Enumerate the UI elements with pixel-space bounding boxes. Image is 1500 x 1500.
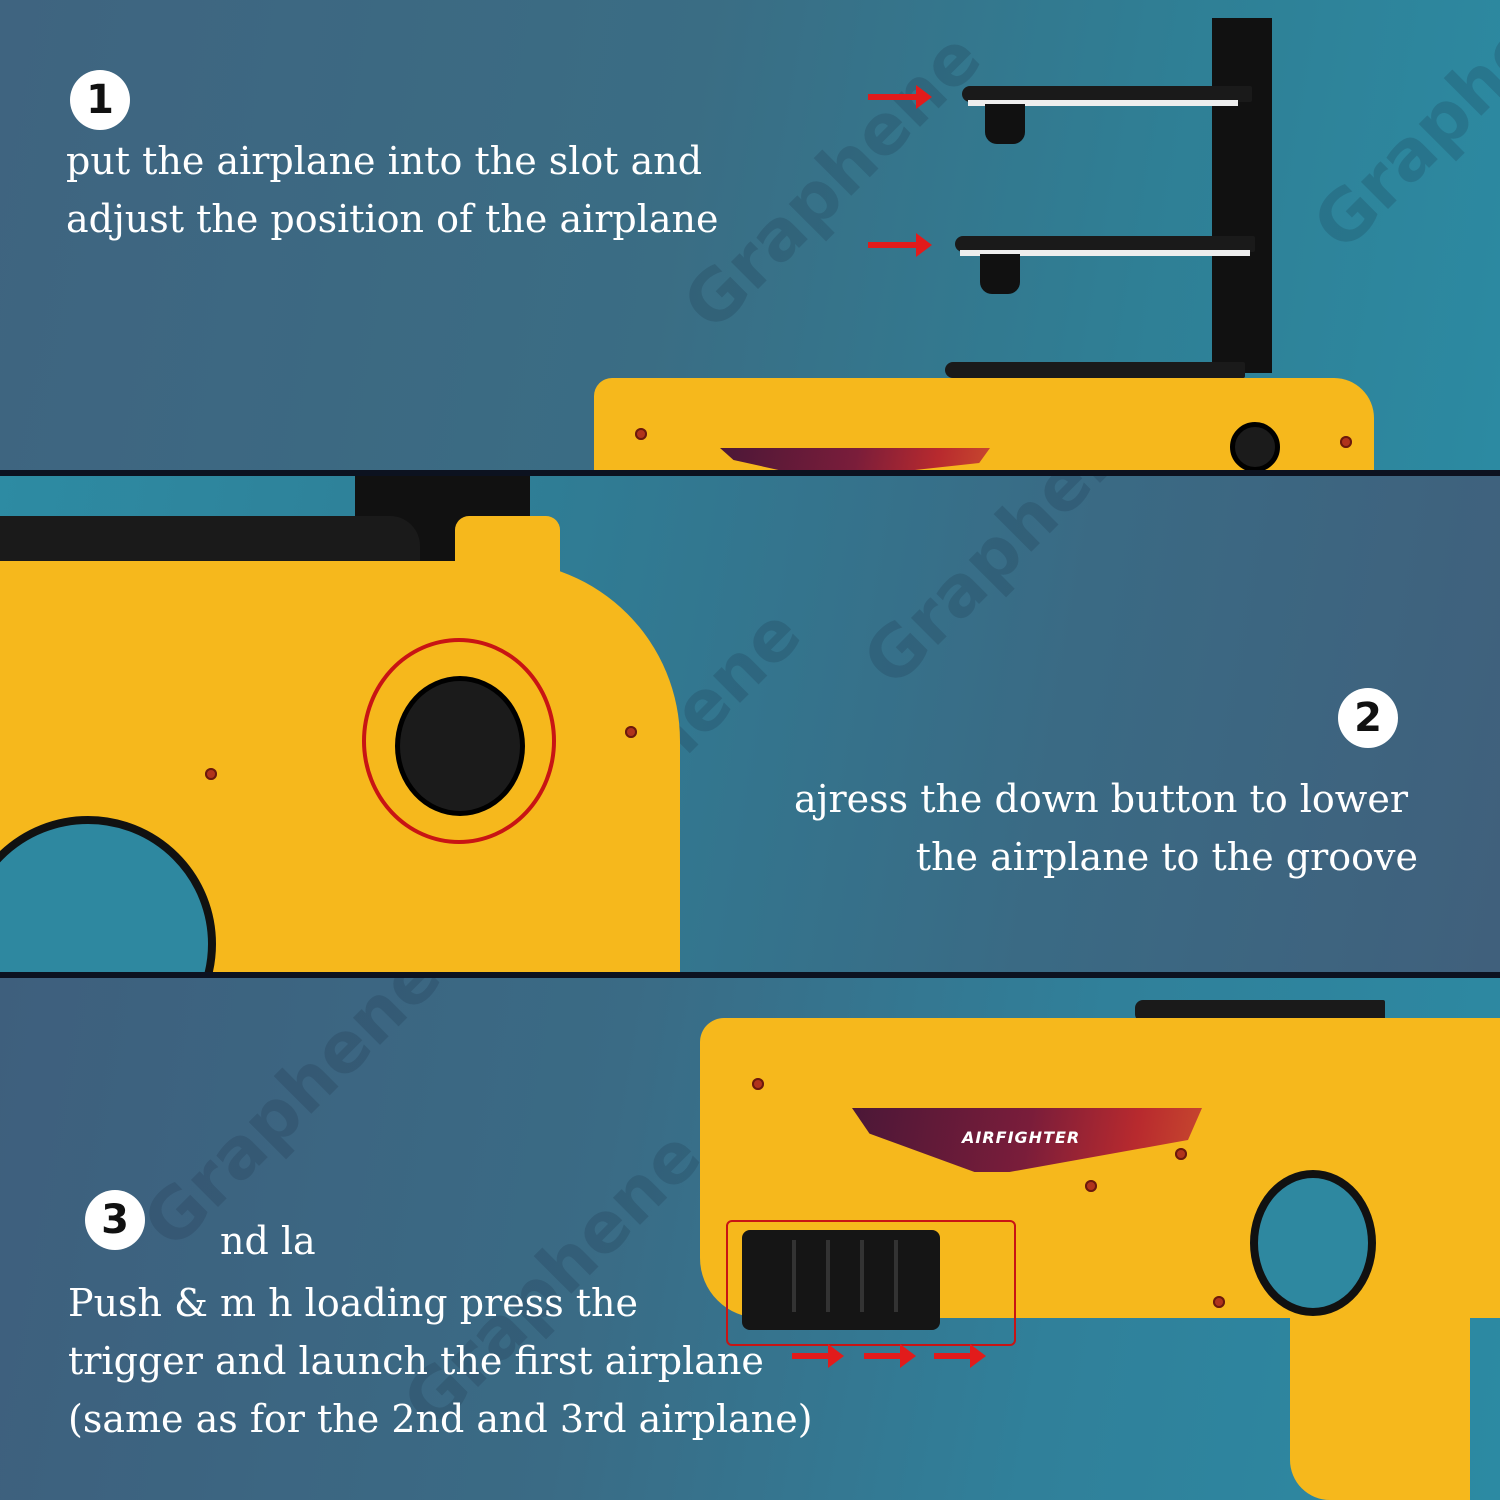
step-1-line-1: put the airplane into the slot and	[66, 139, 703, 183]
down-button	[1230, 422, 1280, 470]
panel-divider	[0, 972, 1500, 978]
step-2-line-1: ajress the down button to lower	[794, 777, 1408, 821]
airfighter-brand-label: AIRFIGHTER	[962, 1128, 1081, 1147]
step-1-panel: Graphene Graphene 1 put the airplane int…	[0, 0, 1500, 470]
loading-slider	[742, 1230, 940, 1330]
trigger-guard	[0, 816, 216, 972]
step-3-line-4: (same as for the 2nd and 3rd airplane)	[68, 1397, 813, 1441]
slider-rib	[826, 1240, 830, 1312]
airplane-middle	[955, 236, 1255, 252]
screw	[635, 428, 647, 440]
trigger-guard	[1250, 1170, 1376, 1316]
airfighter-decal	[720, 448, 990, 470]
step-1-badge: 1	[70, 70, 130, 130]
screw	[205, 768, 217, 780]
highlight-outline	[726, 1220, 1016, 1346]
screw	[1085, 1180, 1097, 1192]
slider-rib	[894, 1240, 898, 1312]
launcher-top-tab	[455, 516, 560, 596]
step-2-line-2: the airplane to the groove	[915, 835, 1418, 879]
airplane-fin	[985, 104, 1025, 144]
step-3-panel: Graphene Graphene 3 nd la Push & m h loa…	[0, 978, 1500, 1500]
panel-divider	[0, 470, 1500, 476]
step-3-line-2: Push & m h loading press the	[68, 1281, 638, 1325]
arrow-right-icon	[868, 85, 932, 109]
arrow-right-icon	[934, 1344, 986, 1368]
watermark: Graphene	[667, 16, 997, 346]
screw	[1213, 1296, 1225, 1308]
watermark: Graphene	[847, 476, 1177, 702]
screw	[1340, 436, 1352, 448]
screw	[625, 726, 637, 738]
airplane	[1135, 1000, 1385, 1022]
step-3-badge: 3	[85, 1190, 145, 1250]
airplane-stand	[1212, 18, 1272, 373]
arrow-right-icon	[792, 1344, 844, 1368]
airplane-top	[962, 86, 1252, 102]
arrow-right-icon	[868, 233, 932, 257]
step-1-line-2: adjust the position of the airplane	[66, 197, 719, 241]
airplane	[0, 516, 420, 566]
screw	[752, 1078, 764, 1090]
screw	[1175, 1148, 1187, 1160]
highlight-ring	[362, 638, 556, 844]
airplane-middle-belly	[960, 250, 1250, 256]
airplane-bottom	[945, 362, 1245, 378]
step-2-badge: 2	[1338, 688, 1398, 748]
watermark: Graphene	[1297, 0, 1500, 266]
slider-rib	[860, 1240, 864, 1312]
step-3-line-1: nd la	[220, 1219, 316, 1263]
slider-rib	[792, 1240, 796, 1312]
airplane-top-belly	[968, 100, 1238, 106]
step-2-panel: Graphene Graphene Graphene 2 ajress the …	[0, 476, 1500, 972]
arrow-right-icon	[864, 1344, 916, 1368]
step-3-line-3: trigger and launch the first airplane	[68, 1339, 764, 1383]
airplane-fin	[980, 254, 1020, 294]
